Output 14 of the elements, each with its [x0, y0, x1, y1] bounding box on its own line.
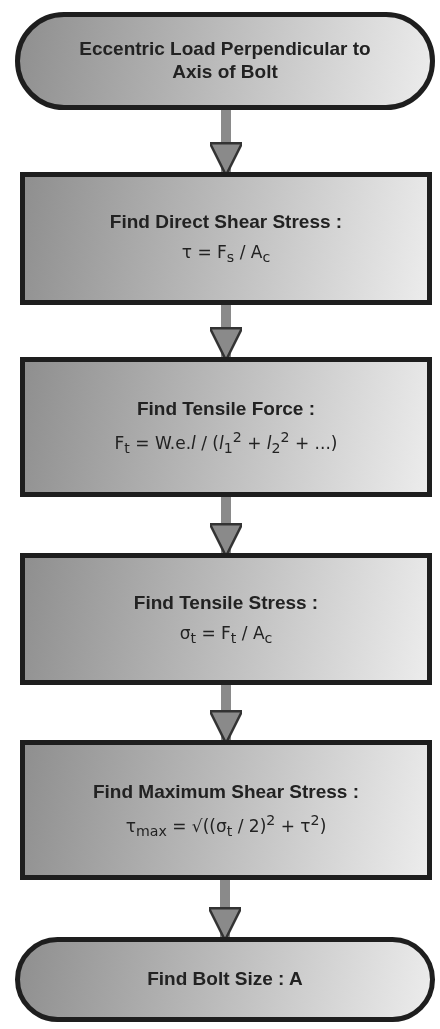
process-box — [20, 172, 432, 305]
formula: F$_{t}$ = W.e.l / (l$_{1}$$^{2}$ + l$_{2}$$^{2}$ + ...) — [114, 428, 338, 456]
process-box — [20, 740, 432, 880]
process-box — [20, 553, 432, 685]
formula: τ$_{max}$ = √((σ$_{t}$ / 2)$^{2}$ + τ$^{2}$) — [125, 811, 327, 839]
step-title: Find Tensile Stress : — [133, 591, 319, 615]
process-box — [20, 357, 432, 497]
step-title: Find Tensile Force : — [136, 398, 316, 421]
formula: τ = F$_{s}$ / A$_{c}$ — [181, 242, 271, 266]
step-title: Eccentric Load Perpendicular to Axis of Bolt — [78, 38, 372, 84]
step-title: Find Direct Shear Stress : — [109, 211, 343, 235]
formula: σ$_{t}$ = F$_{t}$ / A$_{c}$ — [179, 622, 273, 647]
step-title: Find Maximum Shear Stress : — [92, 781, 360, 804]
step-title: Find Bolt Size : A — [147, 968, 303, 991]
